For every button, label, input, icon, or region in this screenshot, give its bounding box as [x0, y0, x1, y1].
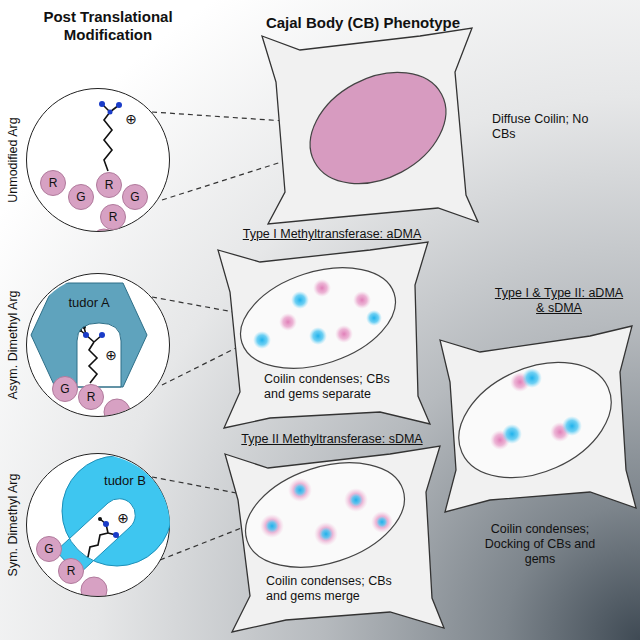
- residue-bead: G: [52, 376, 78, 402]
- column-heading: Cajal Body (CB) Phenotype: [248, 14, 478, 32]
- phenotype-note: Coilin condenses; CBs and gems separate: [264, 372, 414, 402]
- residue-bead: R: [96, 172, 122, 198]
- residue-letter: G: [44, 542, 53, 556]
- tudor-domain-a: tudor A: [31, 283, 147, 387]
- residue-letter: R: [49, 176, 58, 190]
- zoom-circle: Asym. Dimethyl Argtudor AGR: [26, 273, 170, 417]
- residue-bead: R: [58, 558, 84, 584]
- charge-symbol: ⊕: [104, 347, 118, 363]
- charge-symbol: ⊕: [116, 510, 130, 526]
- residue-bead: R: [78, 384, 104, 410]
- charge-symbol: ⊕: [124, 111, 138, 127]
- zoom-circle: Sym. Dimethyl Argtudor BGR: [26, 453, 170, 597]
- phenotype-note: Diffuse Coilin; No CBs: [492, 112, 596, 142]
- residue-letter: G: [60, 382, 69, 396]
- enzyme-heading: Type II Methyltransferase: sDMA: [222, 432, 442, 447]
- zoom-label: Sym. Dimethyl Arg: [6, 474, 20, 577]
- residue-letter: G: [76, 190, 85, 204]
- zoom-circle: Unmodified ArgRGRGR: [26, 88, 170, 232]
- domain-label: tudor A: [31, 295, 147, 311]
- residue-bead: R: [100, 204, 126, 230]
- residue-letter: R: [67, 564, 76, 578]
- zoom-label: Unmodified Arg: [6, 117, 20, 202]
- phenotype-note: Coilin condenses; Docking of CBs and gem…: [470, 522, 610, 567]
- residue-letter: R: [105, 178, 114, 192]
- column-heading: Post Translational Modification: [8, 8, 208, 44]
- residue-bead: G: [36, 536, 62, 562]
- residue-letter: G: [130, 190, 139, 204]
- residue-letter: R: [109, 210, 118, 224]
- phenotype-note: Coilin condenses; CBs and gems merge: [266, 574, 416, 604]
- enzyme-heading: Type I & Type II: aDMA & sDMA: [494, 286, 624, 316]
- enzyme-heading: Type I Methyltransferase: aDMA: [222, 227, 442, 242]
- residue-bead: G: [122, 184, 148, 210]
- domain-label: tudor B: [57, 473, 193, 489]
- residue-bead: G: [68, 184, 94, 210]
- residue-letter: R: [87, 390, 96, 404]
- zoom-label: Asym. Dimethyl Arg: [6, 290, 20, 399]
- residue-bead: R: [40, 170, 66, 196]
